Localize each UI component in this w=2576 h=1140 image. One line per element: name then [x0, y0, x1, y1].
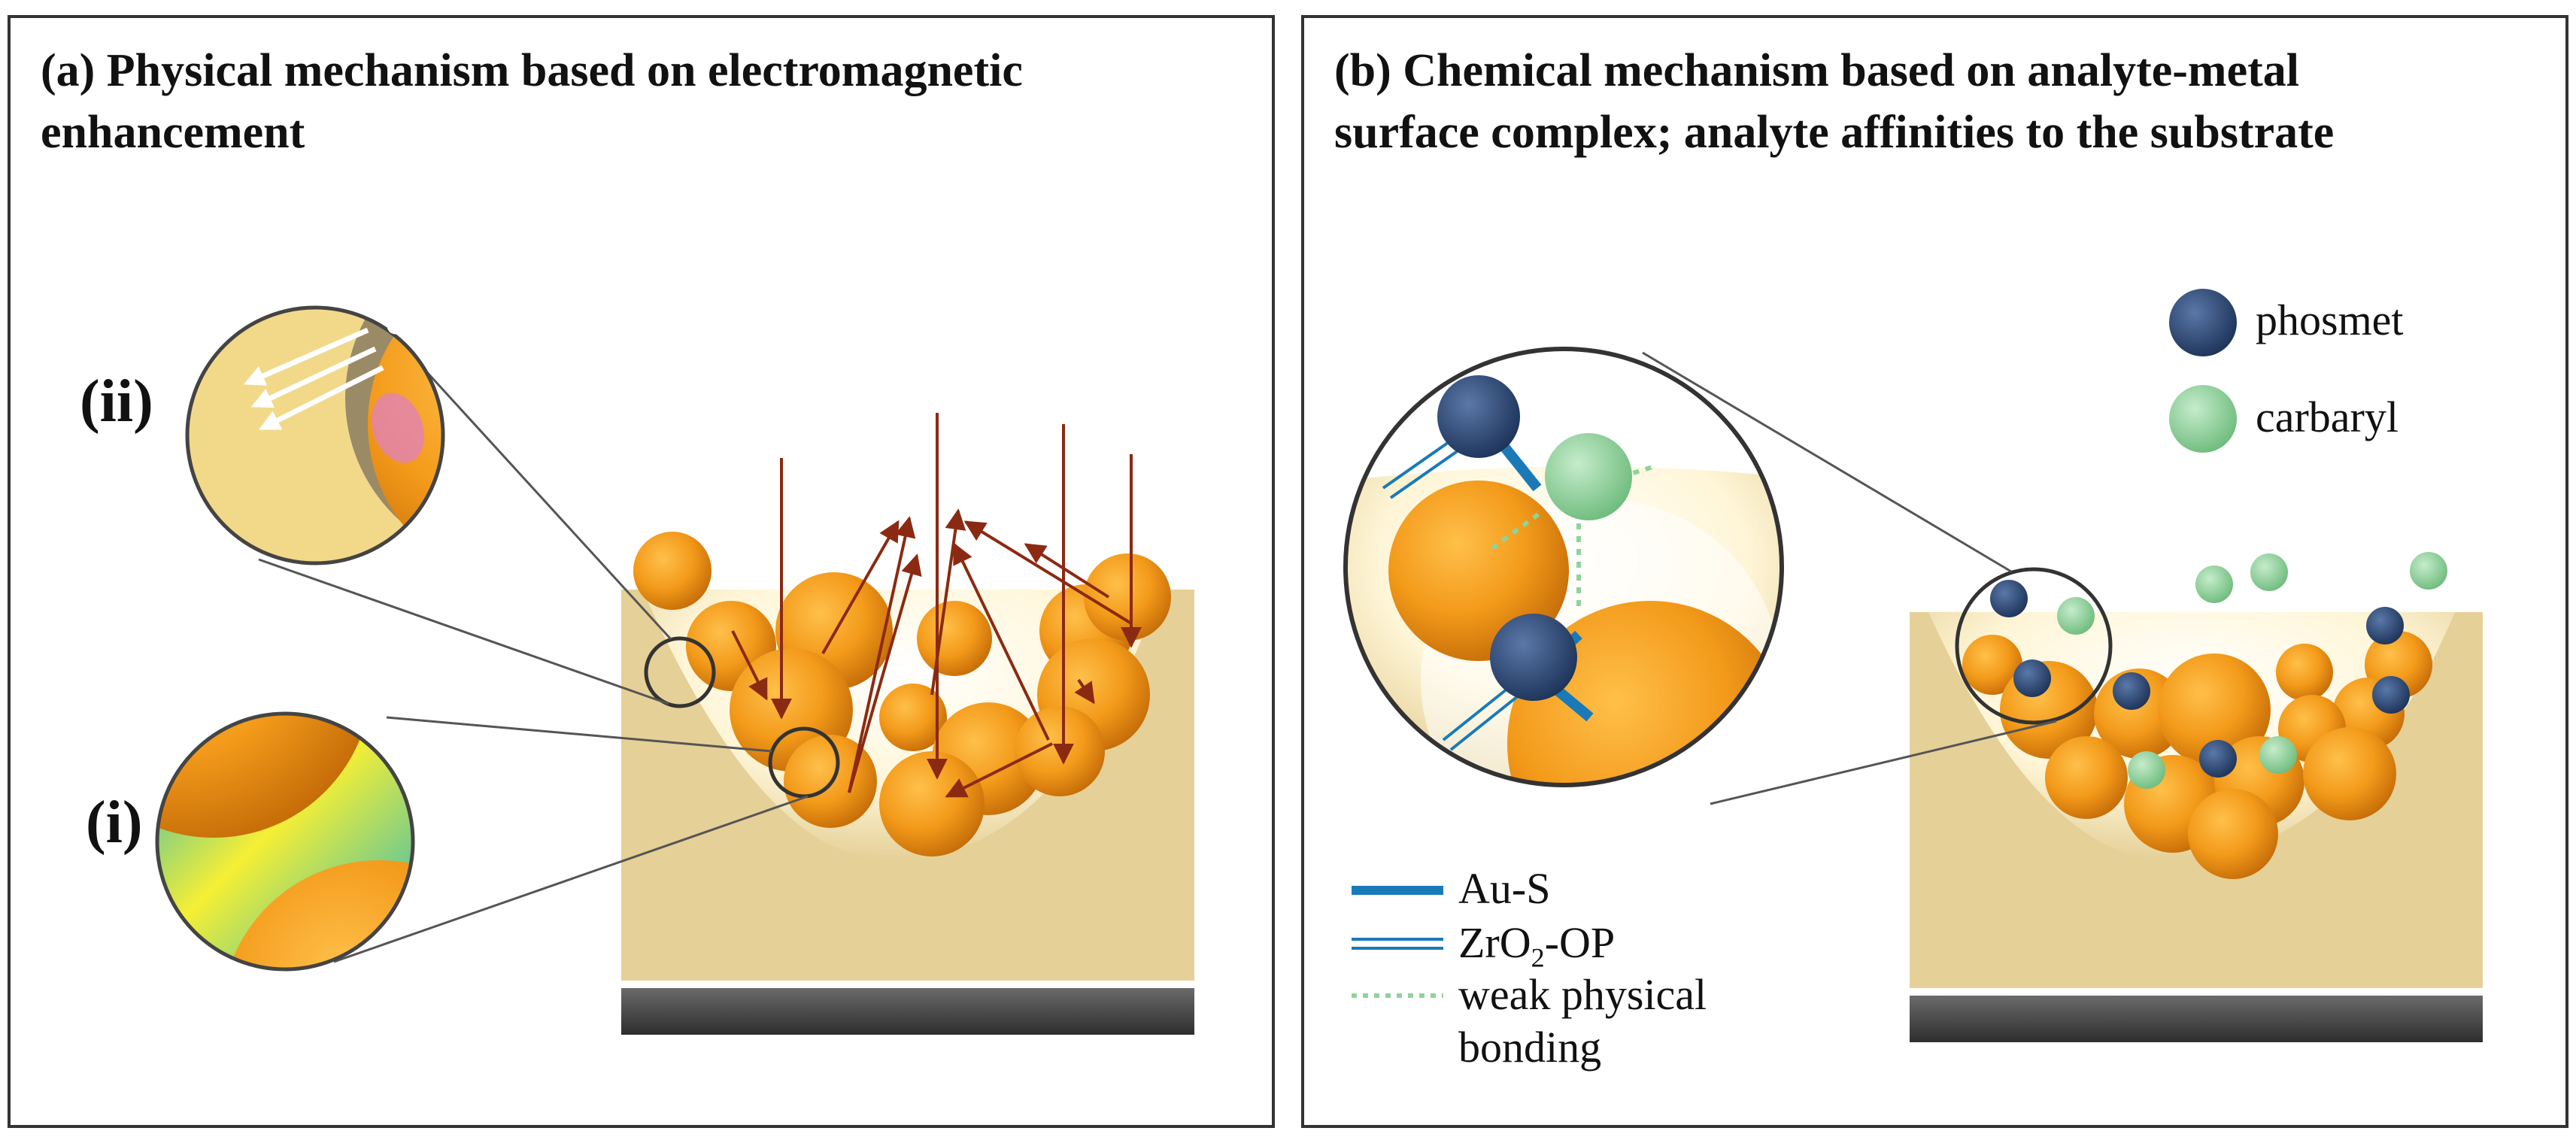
panel-a-diagram: e-: [155, 288, 1194, 1035]
legend-au-s: Au-S: [1458, 864, 1551, 913]
panel-a: (a) Physical mechanism based on electrom…: [8, 15, 1275, 1128]
zoom-ii-border: [185, 305, 445, 565]
gold-nanoparticles: [633, 532, 1171, 857]
base-layer: [621, 988, 1194, 1035]
zoom-b-border: [1343, 347, 1784, 787]
panel-a-title-line2: enhancement: [41, 107, 305, 158]
panel-b-title-line2: surface complex; analyte affinities to t…: [1334, 107, 2335, 158]
label-ii: (ii): [80, 368, 153, 435]
zoom-b-inset: [1346, 349, 1782, 785]
panel-a-title-line1: (a) Physical mechanism based on electrom…: [41, 45, 1023, 96]
zoom-marker-ii: [644, 636, 716, 708]
zoom-marker-b: [1955, 567, 2113, 725]
zoom-marker-i: [768, 726, 840, 799]
zoom-i-inset: [157, 714, 413, 969]
phosmet-legend-icon: [2169, 289, 2237, 356]
legend-carbaryl: carbaryl: [2256, 393, 2399, 441]
base-layer-b: [1910, 996, 2483, 1042]
panel-b-diagram: [1343, 289, 2483, 1042]
legend-weak-bonding-line1: weak physical: [1458, 970, 1707, 1019]
carbaryl-molecules-small: [2057, 552, 2447, 789]
light-ray-arrows: [731, 413, 1142, 798]
zoom-connectors-b: [1642, 351, 2057, 805]
zoom-i-border: [155, 711, 415, 972]
label-i: (i): [86, 790, 143, 856]
phosmet-molecules-small: [1990, 580, 2410, 778]
panel-b-title-line1: (b) Chemical mechanism based on analyte-…: [1334, 45, 2299, 96]
legend-phosmet: phosmet: [2256, 296, 2404, 344]
zoom-connectors: [258, 351, 809, 963]
panel-b: (b) Chemical mechanism based on analyte-…: [1301, 15, 2568, 1128]
legend-weak-bonding-line2: bonding: [1458, 1023, 1602, 1072]
electron-symbol: e-: [385, 288, 415, 344]
carbaryl-legend-icon: [2169, 385, 2237, 453]
legend-zro2-op: ZrO2-OP: [1458, 918, 1616, 973]
